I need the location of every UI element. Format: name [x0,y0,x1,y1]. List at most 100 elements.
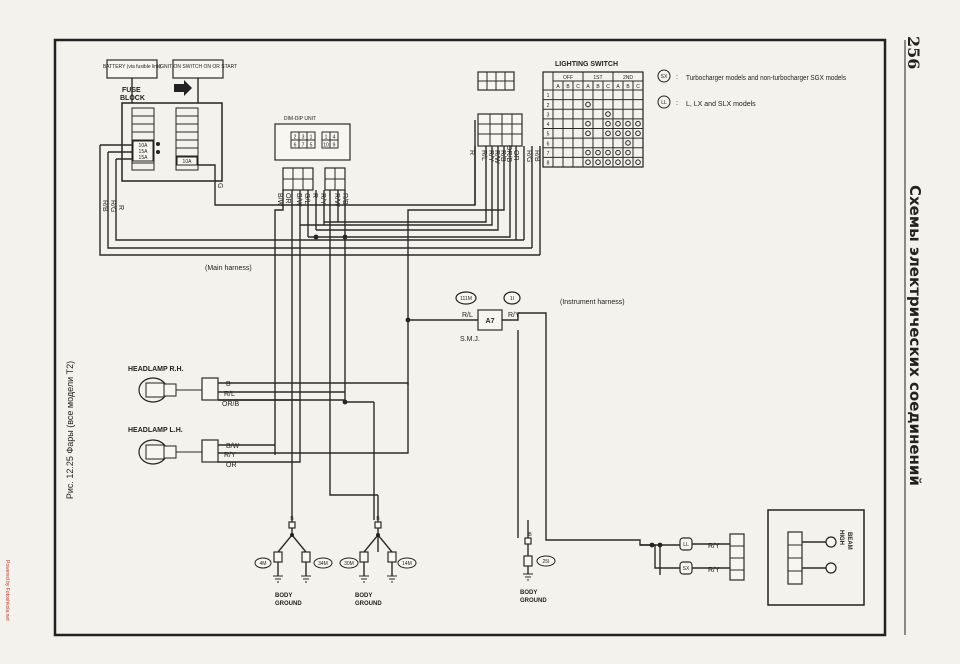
ground-connector-label: 14M [402,561,412,567]
wire-label: R/L [224,391,235,398]
wire-label: B/W [226,443,240,450]
fuse-block [121,102,223,182]
legend-text-ll: L, LX and SLX models [686,101,756,108]
main-harness-label: (Main harness) [205,265,252,272]
ground-label: GROUND [275,601,302,607]
wire-label-r: R [117,205,124,210]
switch-sub-header: A [586,84,590,90]
ground-connector-label: 25I [543,559,550,565]
ground-wire-label: B [290,516,294,522]
switch-contact-icon [625,149,631,156]
switch-contact-icon [585,120,591,127]
fuse-label-2: 15A [139,149,149,155]
legend-sep: : [676,100,678,107]
dimdip-pin: 2 [294,135,297,141]
switch-contact-icon [605,120,611,127]
ground-wire-label: B [376,516,380,522]
wire-label: R [468,150,475,155]
dimdip-pin: 5 [310,143,313,149]
watermark: Powered by Fotoshkola.net [4,560,10,621]
lighting-switch-table [542,71,644,168]
arrow-icon [174,80,192,96]
smj-in-label: R/L [462,312,473,319]
switch-group-header: 2ND [623,75,633,81]
wire-label: OR [284,193,291,204]
connector-1i-label: 1I [510,296,514,302]
switch-contact-icon [605,159,611,165]
switch-contact-icon [615,120,621,127]
switch-contact-icon [585,159,591,165]
wire-label: R/B [533,150,540,162]
wire-label: R/Y [708,567,720,574]
ground-symbol-icon [273,575,311,583]
switch-contact-icon [635,130,641,137]
wire-label: R [311,193,318,198]
dimdip-pin: 4 [333,135,336,141]
switch-contact-icon [605,130,611,137]
switch-row-number: 3 [547,112,550,118]
wire-label: B [226,381,231,388]
wire-label: R/Y [224,452,236,459]
ground-label: GROUND [355,601,382,607]
switch-sub-header: A [616,84,620,90]
ground-label: GROUND [520,598,547,604]
dimdip-unit [274,123,351,161]
wire-label: R/B [499,150,506,162]
switch-contact-icon [615,159,621,165]
legend-ll-icon [657,95,671,109]
diagram-frame [53,38,887,637]
switch-connector [477,113,523,147]
switch-contact-icon [625,140,631,146]
switch-row-number: 7 [547,151,550,157]
wire-label: B/W [295,193,302,207]
wire-label-g: G [216,183,223,188]
connector-1i-icon [503,291,521,305]
wire-label: R/L [480,150,487,161]
high-beam-panel [767,509,865,606]
smj-node: A7 [486,318,495,325]
headlamp-rh-label: HEADLAMP R.H. [128,366,184,373]
ground-connector-label: 4M [260,561,267,567]
switch-row-number: 6 [547,141,550,147]
hb-code-sx: SX [683,566,690,572]
ground-label: BODY [355,593,372,599]
switch-contact-icon [635,159,641,165]
headlamp-rh-connector [201,377,219,401]
switch-sub-header: B [626,84,630,90]
legend-text-sx: Turbocharger models and non-turbocharger… [686,75,846,82]
switch-row-number: 8 [547,161,550,167]
smj-out-label: R/Y [508,312,520,319]
dimdip-pin: 7 [302,143,305,149]
hb-bulb-icon [825,562,837,574]
ground-symbol-icon [359,575,397,583]
wire-label: R/Y [319,193,326,205]
switch-group-header: 1ST [593,75,602,81]
fuse-label-right: 10A [183,159,193,165]
switch-contact-icon [635,120,641,127]
ground-connector-label: 34M [318,561,328,567]
battery-label: BATTERY (via fusible link) [103,64,162,70]
high-beam-label: BEAM [846,532,852,550]
dimdip-title: DIM-DIP UNIT [284,116,316,122]
legend-code: SX [661,74,668,80]
switch-sub-header: C [576,84,580,90]
hb-connector [729,533,745,581]
fuse-block-label-2: BLOCK [120,95,145,102]
connector-111m-label: 111M [460,296,472,302]
wire-label: OR [226,462,237,469]
wire-label: OR/B [505,145,512,162]
switch-contact-icon [595,149,601,156]
figure-caption: Рис. 12.25 Фары (все модели T2) [65,361,75,499]
switch-contact-icon [585,149,591,156]
dimdip-pin: 6 [294,143,297,149]
fuse-label-3: 15A [139,155,149,161]
page-number: 256 [904,36,923,69]
ground-label: BODY [275,593,292,599]
ground-label: BODY [520,590,537,596]
ground-connector-label: 30M [344,561,354,567]
lighting-switch-title: LIGHTING SWITCH [555,61,618,68]
switch-row-number: 2 [547,103,550,109]
switch-row-number: 1 [547,93,550,99]
switch-sub-header: C [636,84,640,90]
